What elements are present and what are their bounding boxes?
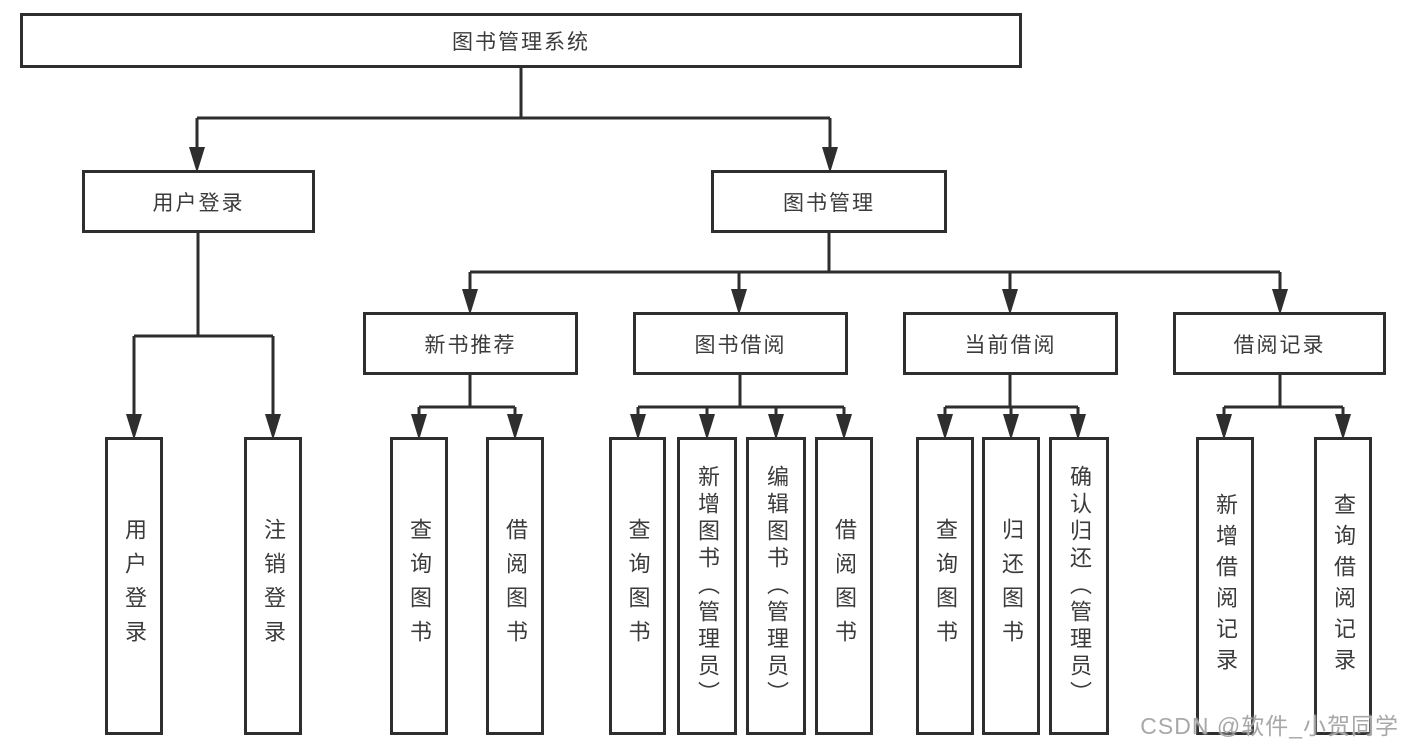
node-root-library-system: 图书管理系统 — [20, 13, 1022, 68]
node-user-login: 用户登录 — [82, 170, 315, 233]
node-borrow-records: 借阅记录 — [1173, 312, 1386, 375]
leaf-bb-borrow-books: 借阅图书 — [815, 437, 873, 735]
leaf-bb-query-books: 查询图书 — [609, 437, 666, 735]
node-book-management: 图书管理 — [711, 170, 947, 233]
leaf-bb-add-books-admin: 新增图书（管理员） — [677, 437, 737, 735]
leaf-nbr-borrow-books: 借阅图书 — [486, 437, 544, 735]
node-book-borrow: 图书借阅 — [633, 312, 848, 375]
leaf-bb-edit-books-admin: 编辑图书（管理员） — [746, 437, 806, 735]
leaf-br-query-record: 查询借阅记录 — [1314, 437, 1372, 735]
csdn-watermark: CSDN @软件_小贺同学 — [1140, 713, 1399, 739]
leaf-user-login: 用户登录 — [105, 437, 163, 735]
leaf-br-add-record: 新增借阅记录 — [1196, 437, 1254, 735]
node-new-book-recommend: 新书推荐 — [363, 312, 578, 375]
node-current-borrow: 当前借阅 — [903, 312, 1118, 375]
leaf-logout-login: 注销登录 — [244, 437, 302, 735]
leaf-nbr-query-books: 查询图书 — [390, 437, 448, 735]
leaf-cb-return-books: 归还图书 — [982, 437, 1040, 735]
leaf-cb-confirm-return-admin: 确认归还（管理员） — [1049, 437, 1109, 735]
leaf-cb-query-books: 查询图书 — [916, 437, 974, 735]
